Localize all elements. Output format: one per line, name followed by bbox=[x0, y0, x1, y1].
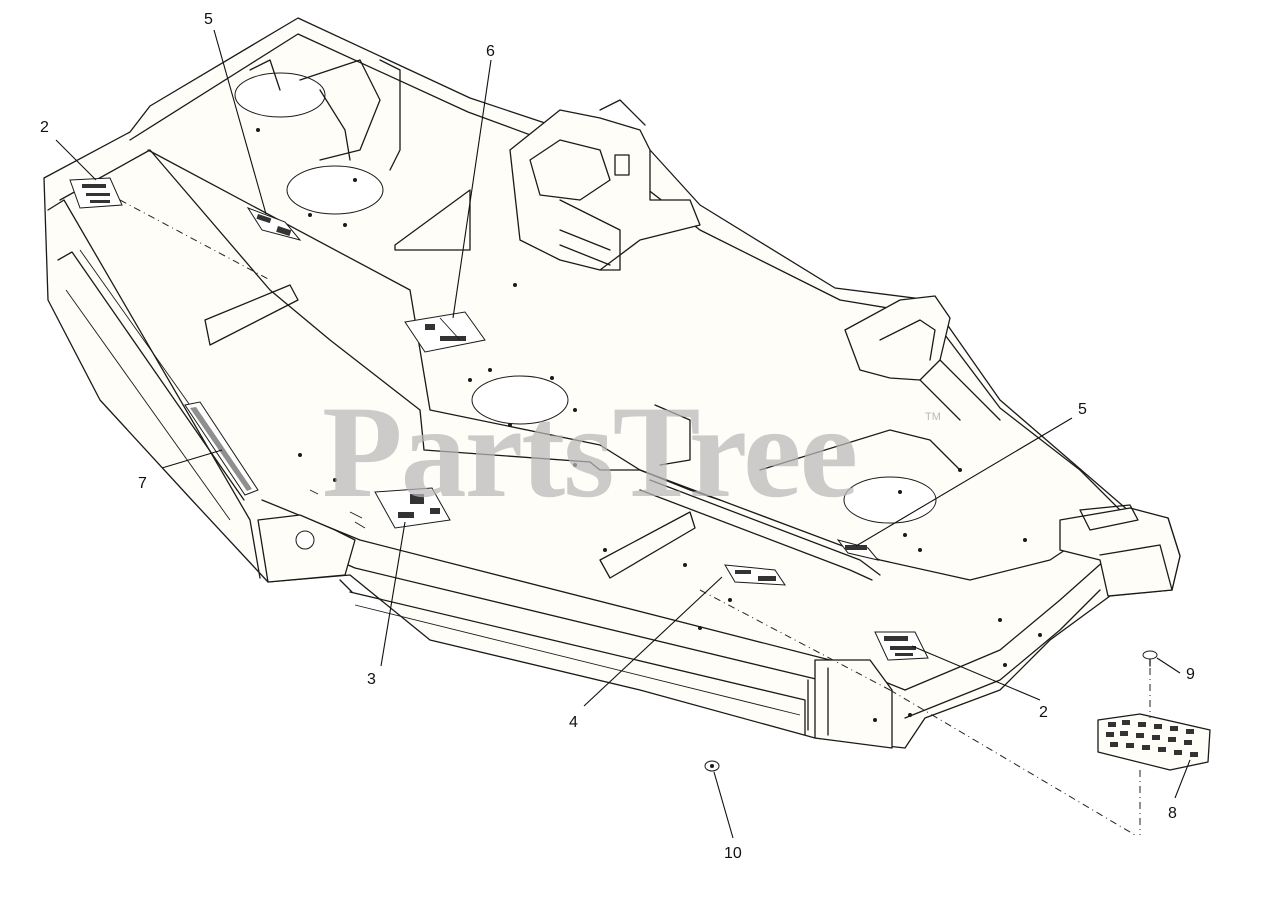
callout-2-right: 2 bbox=[1039, 704, 1048, 721]
decal-2-right bbox=[874, 631, 929, 661]
callout-9: 9 bbox=[1186, 666, 1195, 683]
decal-4 bbox=[724, 564, 786, 586]
callout-5-right: 5 bbox=[1078, 401, 1087, 418]
bolt-holes bbox=[256, 128, 1042, 722]
leader-lines bbox=[55, 29, 1191, 839]
assembly-lines bbox=[119, 199, 1151, 836]
part-8-step-plate bbox=[1097, 713, 1211, 771]
callout-5-left: 5 bbox=[204, 11, 213, 28]
decal-7 bbox=[184, 401, 259, 496]
decal-2-left bbox=[69, 177, 123, 209]
watermark-trademark: TM bbox=[925, 411, 941, 423]
callout-6: 6 bbox=[486, 43, 495, 60]
decal-6 bbox=[404, 311, 486, 353]
callout-3: 3 bbox=[367, 671, 376, 688]
decal-3 bbox=[374, 487, 451, 529]
watermark-text: PartsTree bbox=[322, 378, 856, 525]
callout-10: 10 bbox=[724, 845, 742, 862]
callout-7: 7 bbox=[138, 475, 147, 492]
part-9-fastener bbox=[1142, 650, 1158, 667]
part-10-fastener bbox=[704, 760, 720, 772]
callout-2-left: 2 bbox=[40, 119, 49, 136]
decal-5-left bbox=[246, 207, 302, 241]
callout-labels: 5 6 2 7 3 4 5 2 9 8 10 bbox=[40, 11, 1195, 862]
callout-8: 8 bbox=[1168, 805, 1177, 822]
mower-deck bbox=[43, 17, 1181, 749]
partstree-watermark: PartsTree TM bbox=[322, 378, 941, 525]
callout-4: 4 bbox=[569, 714, 578, 731]
